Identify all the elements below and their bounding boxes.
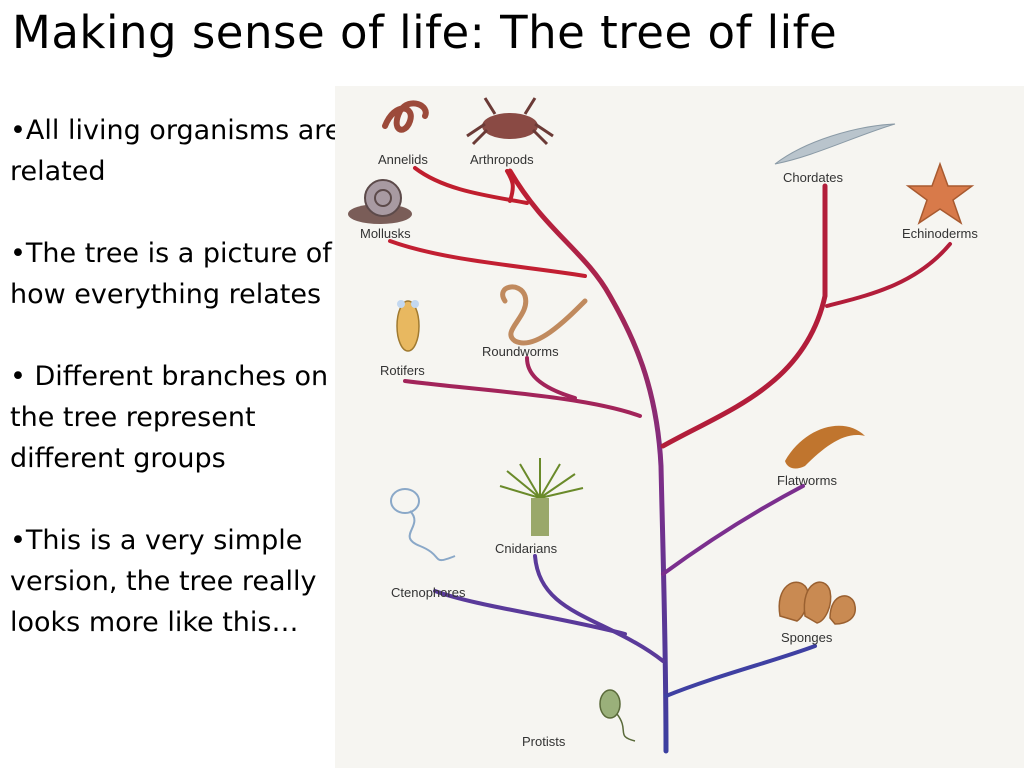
branch-sponges: [664, 644, 817, 698]
label-annelids: Annelids: [378, 152, 428, 167]
tree-of-life-figure: Annelids Arthropods Mollusks Chordates E…: [335, 86, 1024, 768]
label-echinoderms: Echinoderms: [902, 226, 978, 241]
label-cnidarians: Cnidarians: [495, 541, 558, 556]
organism-illustrations: [348, 97, 975, 742]
rotifer-icon: [396, 300, 420, 352]
tree-branches: [388, 166, 952, 754]
branch-echinoderms: [825, 242, 952, 308]
branch-arthropods: [505, 169, 515, 203]
roundworm-icon: [500, 284, 588, 346]
label-sponges: Sponges: [781, 630, 833, 645]
protist-icon: [599, 689, 636, 742]
bullet-item: • Different branches on the tree represe…: [10, 361, 329, 474]
bullet-list: •All living organisms are related •The t…: [10, 110, 355, 643]
branch-annelids: [413, 166, 529, 205]
label-flatworms: Flatworms: [777, 473, 837, 488]
slide-title: Making sense of life: The tree of life: [12, 6, 838, 59]
label-protists: Protists: [522, 734, 566, 749]
branch-flatworms: [661, 484, 805, 576]
branch-mollusks: [388, 239, 587, 278]
lancelet-icon: [774, 123, 896, 165]
label-roundworms: Roundworms: [482, 344, 559, 359]
comb-jelly-icon: [390, 488, 456, 562]
tree-labels: Annelids Arthropods Mollusks Chordates E…: [360, 152, 978, 749]
figure-background: [335, 86, 1024, 768]
sponge-icon: [778, 581, 856, 625]
annelid-worm-icon: [382, 100, 429, 133]
flatworm-icon: [785, 425, 865, 469]
branch-chordates: [660, 183, 828, 449]
label-chordates: Chordates: [783, 170, 843, 185]
branch-rotifers: [403, 379, 642, 418]
branch-roundworms: [525, 356, 577, 400]
label-mollusks: Mollusks: [360, 226, 411, 241]
label-arthropods: Arthropods: [470, 152, 534, 167]
label-rotifers: Rotifers: [380, 363, 425, 378]
sea-anemone-icon: [499, 458, 584, 536]
branch-cnidarians: [533, 554, 665, 663]
tree-trunk: [507, 168, 669, 754]
bullet-item: •The tree is a picture of how everything…: [10, 238, 332, 310]
snail-icon: [348, 179, 412, 224]
crab-icon: [466, 97, 554, 146]
branch-ctenophores: [433, 589, 627, 636]
label-ctenophores: Ctenophores: [391, 585, 466, 600]
bullet-item: •This is a very simple version, the tree…: [10, 525, 317, 638]
bullet-item: •All living organisms are related: [10, 115, 342, 187]
tree-of-life-diagram: Annelids Arthropods Mollusks Chordates E…: [335, 86, 1024, 768]
starfish-icon: [905, 161, 975, 225]
